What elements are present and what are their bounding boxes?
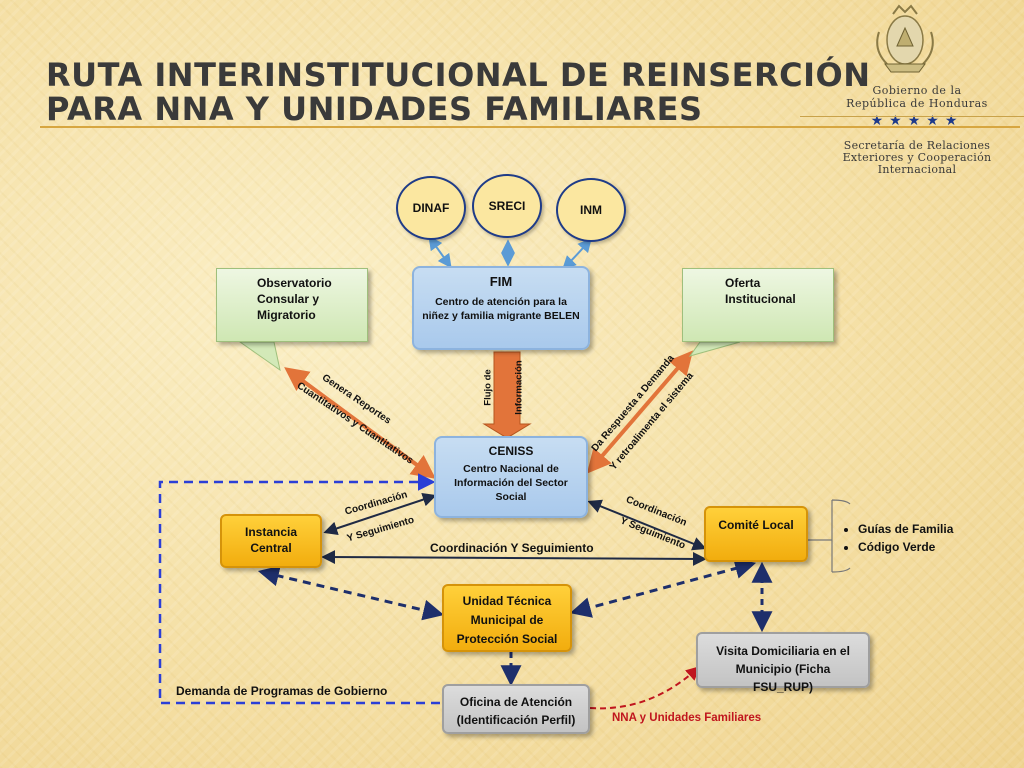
- node-sreci-label: SRECI: [488, 199, 526, 213]
- node-ceniss: CENISS Centro Nacional de Información de…: [434, 436, 588, 518]
- label-flujo-informacion: Flujo de Información: [472, 360, 532, 414]
- node-instancia-label: Instancia Central: [244, 525, 298, 555]
- gov-line-2: República de Honduras: [846, 97, 988, 110]
- coat-of-arms-icon: [876, 4, 934, 73]
- comite-item: Código Verde: [858, 538, 953, 556]
- node-comite-label: Comité Local: [718, 518, 794, 532]
- arrow-oficina-visita: [589, 666, 701, 710]
- node-dinaf: DINAF: [396, 176, 466, 240]
- node-fim-name: FIM: [489, 274, 513, 289]
- title-underline: [40, 126, 1020, 128]
- node-oficina-atencion: Oficina de Atención (Identificación Perf…: [442, 684, 590, 734]
- arrow-demanda-programas: [158, 473, 440, 705]
- comite-item: Guías de Familia: [858, 520, 953, 538]
- node-oficina-label: Oficina de Atención (Identificación Perf…: [456, 695, 576, 727]
- arrow-ceniss-instancia: [323, 492, 437, 536]
- arrow-instancia-unidad: [257, 565, 445, 621]
- callout-tail-oferta: [688, 341, 741, 357]
- secr-line-1: Secretaría de Relaciones: [843, 139, 991, 152]
- gov-line-1: Gobierno de la: [872, 84, 962, 97]
- node-fim: FIM Centro de atención para la niñez y f…: [412, 266, 590, 350]
- node-unidad-label: Unidad Técnica Municipal de Protección S…: [456, 594, 558, 646]
- label-demanda-programas: Demanda de Programas de Gobierno: [176, 684, 388, 698]
- node-oferta: Oferta Institucional: [682, 268, 834, 342]
- arrow-dinaf-fim: [428, 235, 452, 269]
- arrow-instancia-comite: [321, 550, 707, 566]
- arrow-flujo-informacion: [482, 351, 532, 439]
- node-visita-domiciliaria: Visita Domiciliaria en el Municipio (Fic…: [696, 632, 870, 694]
- label-flujo-2: Información: [513, 360, 525, 415]
- node-inm-label: INM: [580, 203, 602, 217]
- node-observatorio: Observatorio Consular y Migratorio: [216, 268, 368, 342]
- node-ceniss-name: CENISS: [488, 444, 534, 458]
- arrow-observatorio-ceniss: [284, 367, 436, 479]
- node-visita-label: Visita Domiciliaria en el Municipio (Fic…: [716, 644, 850, 694]
- arrow-ceniss-comite: [587, 499, 707, 551]
- node-oferta-label: Oferta Institucional: [725, 276, 796, 306]
- node-instancia-central: Instancia Central: [220, 514, 322, 568]
- node-sreci: SRECI: [472, 174, 542, 238]
- node-inm: INM: [556, 178, 626, 242]
- label-coord-mid: Coordinación Y Seguimiento: [430, 541, 594, 555]
- government-name: Gobierno de la República de Honduras: [832, 84, 1002, 110]
- arrow-oferta-ceniss: [586, 350, 694, 474]
- title-line-1: RUTA INTERINSTITUCIONAL DE REINSERCIÓN: [46, 56, 871, 94]
- comite-items-bracket: [808, 499, 851, 573]
- node-fim-desc: Centro de atención para la niñez y famil…: [422, 296, 580, 322]
- secr-line-3: Internacional: [877, 163, 957, 176]
- page-title: RUTA INTERINSTITUCIONAL DE REINSERCIÓN P…: [46, 58, 871, 126]
- node-comite-local: Comité Local: [704, 506, 808, 562]
- secretaria-name: Secretaría de Relaciones Exteriores y Co…: [812, 140, 1022, 176]
- title-line-2: PARA NNA Y UNIDADES FAMILIARES: [46, 90, 703, 128]
- arrow-inm-fim: [562, 237, 592, 270]
- arrow-comite-unidad: [569, 558, 757, 618]
- comite-items-list: Guías de Familia Código Verde: [840, 520, 953, 556]
- node-unidad-tecnica: Unidad Técnica Municipal de Protección S…: [442, 584, 572, 652]
- node-ceniss-desc: Centro Nacional de Información del Secto…: [454, 463, 568, 503]
- secr-line-2: Exteriores y Cooperación: [842, 151, 992, 164]
- label-nna-familias: NNA y Unidades Familiares: [612, 712, 762, 724]
- callout-tail-observatorio: [238, 341, 281, 372]
- node-observatorio-label: Observatorio Consular y Migratorio: [257, 276, 332, 322]
- label-flujo-1: Flujo de: [482, 369, 494, 406]
- node-dinaf-label: DINAF: [412, 201, 450, 215]
- logo-divider: [800, 116, 1024, 117]
